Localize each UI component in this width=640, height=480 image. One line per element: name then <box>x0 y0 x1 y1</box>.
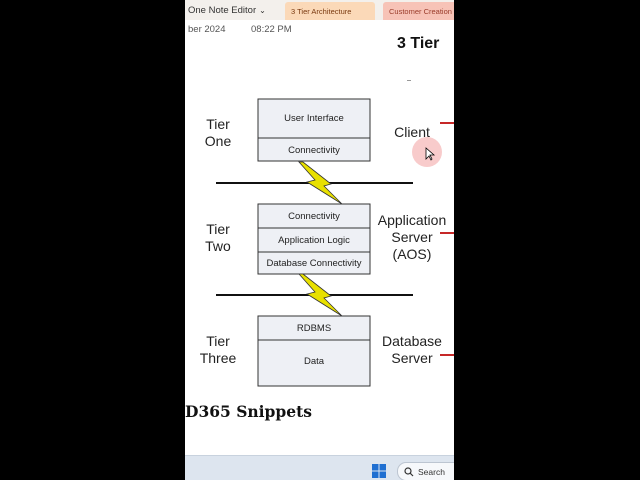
onenote-window: One Note Editor ⌄ 3 Tier Architecture Cu… <box>185 0 454 480</box>
lightning-bolt-icon <box>298 273 343 317</box>
annotation-mark <box>440 122 454 124</box>
tier-one-stack: User Interface Connectivity <box>257 98 371 162</box>
side-label-line: Application <box>377 212 447 228</box>
search-icon <box>404 466 414 476</box>
divider <box>407 80 411 81</box>
search-placeholder: Search <box>418 466 445 477</box>
tier-label-line: Two <box>205 238 231 254</box>
side-label-line: Server <box>391 229 433 245</box>
annotation-mark <box>440 354 454 356</box>
page-title[interactable]: 3 Tier <box>397 35 440 52</box>
diagram-svg: User Interface Connectivity Connectivity… <box>216 98 413 387</box>
box-application-logic: Application Logic <box>278 235 350 246</box>
client-label: Client <box>375 124 449 141</box>
lightning-bolt-icon <box>298 161 343 205</box>
box-connectivity: Connectivity <box>288 211 340 222</box>
tab-3-tier-architecture[interactable]: 3 Tier Architecture <box>285 2 375 20</box>
tier-one-label: Tier One <box>198 116 238 150</box>
windows-logo-icon[interactable] <box>372 464 386 478</box>
annotation-mark <box>440 232 454 234</box>
tier-three-box <box>257 315 371 387</box>
side-label-line: (AOS) <box>392 246 432 262</box>
box-rdbms: RDBMS <box>297 323 331 334</box>
taskbar-search[interactable]: Search <box>397 462 454 480</box>
application-server-label: Application Server (AOS) <box>371 212 453 263</box>
taskbar: Search <box>185 455 454 480</box>
tier-label-line: Three <box>199 350 237 366</box>
tier-three-stack: RDBMS Data <box>257 315 371 387</box>
tier-two-box <box>257 203 371 275</box>
tier-one-box <box>257 98 371 162</box>
notebook-menu-label: One Note Editor <box>188 4 257 16</box>
tier-label-line: Tier <box>206 116 230 132</box>
three-tier-diagram: User Interface Connectivity Connectivity… <box>185 90 454 400</box>
mouse-pointer-icon <box>425 147 436 161</box>
tier-three-label: Tier Three <box>193 333 243 367</box>
chevron-down-icon: ⌄ <box>259 5 266 15</box>
tier-two-stack: Connectivity Application Logic Database … <box>257 203 371 275</box>
box-user-interface: User Interface <box>284 113 344 124</box>
side-label-line: Server <box>391 350 433 366</box>
database-server-label: Database Server <box>375 333 449 367</box>
channel-watermark: D365 Snippets <box>185 402 312 421</box>
tier-two-label: Tier Two <box>198 221 238 255</box>
notebook-menu[interactable]: One Note Editor ⌄ <box>188 2 266 18</box>
page-date: ber 2024 <box>188 24 226 35</box>
tier-label-line: Tier <box>206 221 230 237</box>
section-tab-bar: One Note Editor ⌄ 3 Tier Architecture Cu… <box>185 0 454 20</box>
box-data: Data <box>304 356 325 367</box>
box-database-connectivity: Database Connectivity <box>266 258 361 269</box>
tier-label-line: Tier <box>206 333 230 349</box>
side-label-line: Client <box>394 124 430 140</box>
box-connectivity: Connectivity <box>288 145 340 156</box>
tab-customer-creation[interactable]: Customer Creation <box>383 2 454 20</box>
page-time: 08:22 PM <box>251 24 292 35</box>
cursor-highlight <box>412 137 442 167</box>
side-label-line: Database <box>382 333 442 349</box>
tier-label-line: One <box>204 133 232 149</box>
